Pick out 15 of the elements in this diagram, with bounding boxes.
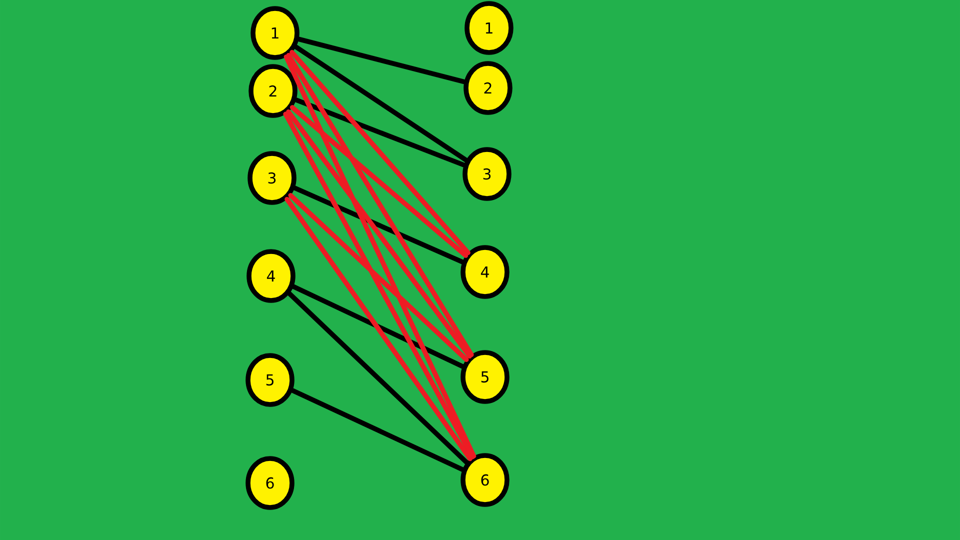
- connector-line: [292, 186, 465, 264]
- connector-line: [291, 284, 465, 369]
- connector-line: [294, 44, 469, 162]
- connector-line: [286, 52, 474, 358]
- connector-line: [290, 105, 468, 258]
- connector-line: [286, 109, 472, 359]
- connector-line: [283, 112, 475, 460]
- connector-line: [287, 291, 469, 465]
- connector-line: [288, 192, 469, 362]
- connector-line: [294, 98, 466, 168]
- connector-line: [290, 50, 470, 256]
- connector-line: [284, 54, 476, 458]
- connector-line: [290, 388, 465, 472]
- connector-line: [296, 36, 467, 84]
- connector-line: [284, 196, 472, 462]
